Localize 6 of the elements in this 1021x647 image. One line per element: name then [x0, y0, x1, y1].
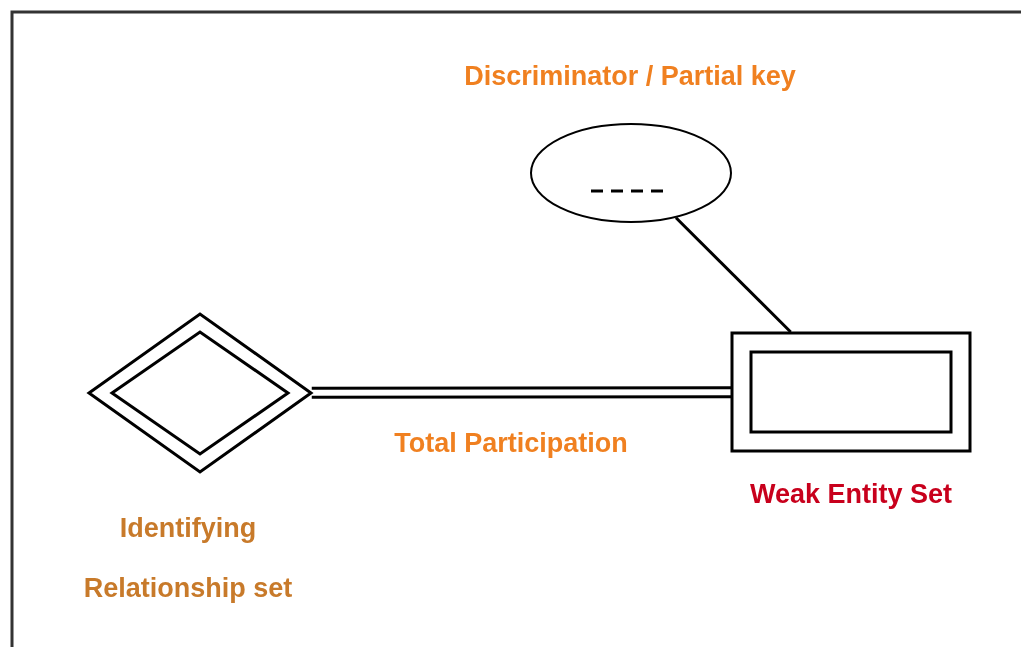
node-label: Weak Entity Set — [748, 478, 954, 511]
connector-line — [310, 386, 733, 399]
node-label: Discriminator / Partial key — [463, 60, 797, 93]
connector-line — [674, 216, 792, 334]
node-label: Identifying Relationship set — [82, 512, 294, 605]
edge-label: Total Participation — [393, 427, 629, 460]
